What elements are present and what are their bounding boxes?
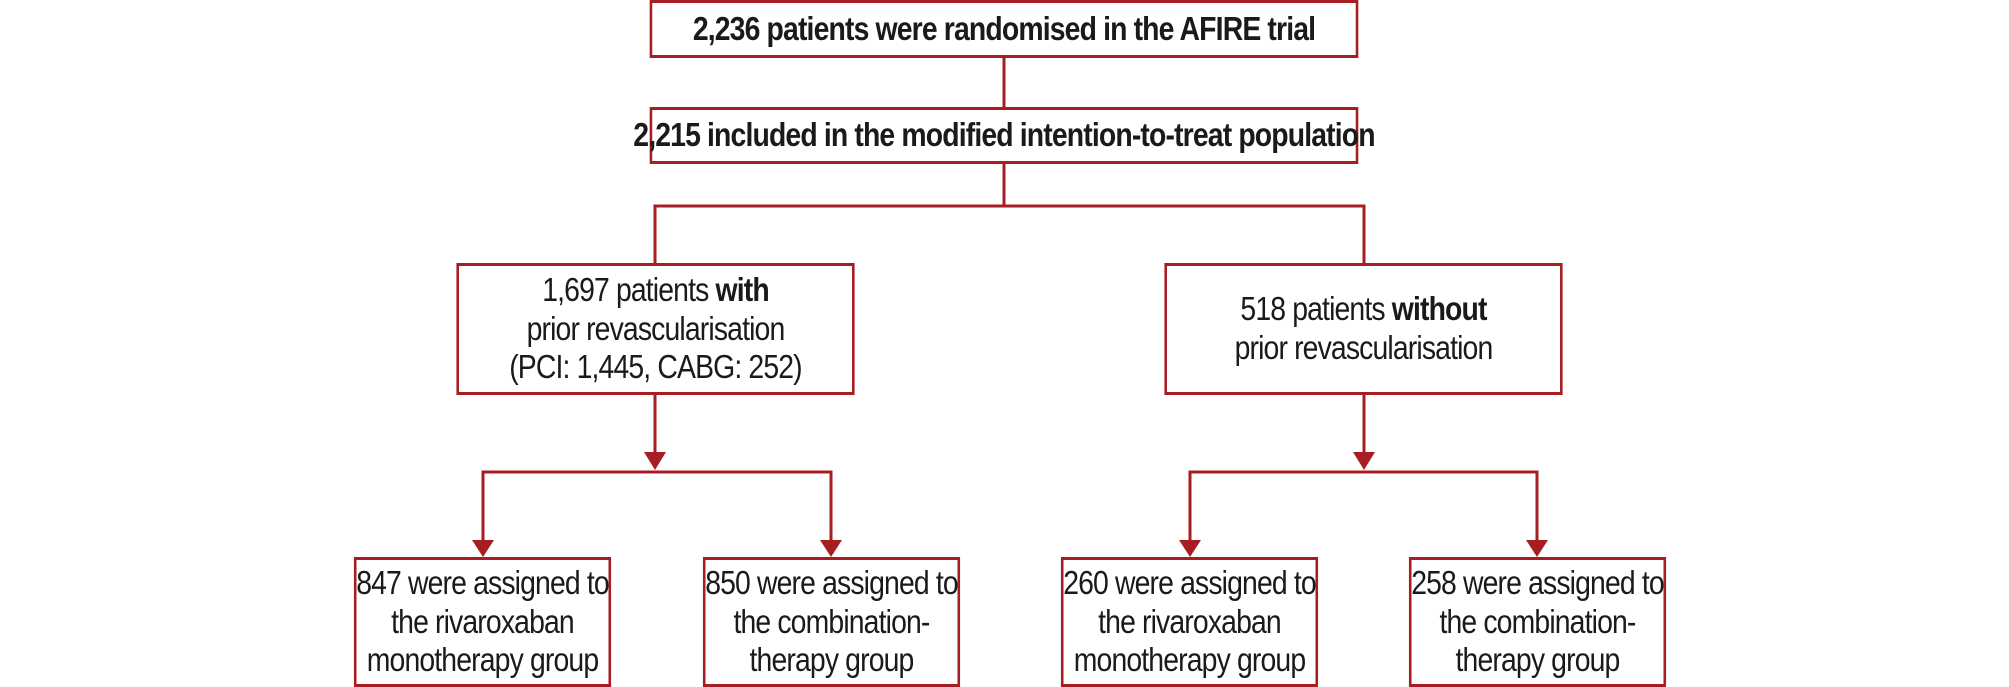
arrowhead-leaf-4 xyxy=(1526,540,1548,557)
leaf-box-with-rivaroxaban: 847 were assigned to the rivaroxaban mon… xyxy=(353,557,612,687)
leaf-4-line1: 258 were assigned to xyxy=(1411,563,1664,601)
connector-split-right xyxy=(1188,470,1539,543)
leaf-1-line1: 847 were assigned to xyxy=(356,563,609,601)
mitt-population-text: 2,215 included in the modified intention… xyxy=(633,116,1375,154)
arrowhead-leaf-2 xyxy=(820,540,842,557)
randomised-box: 2,236 patients were randomised in the AF… xyxy=(649,0,1359,58)
with-emphasis: with xyxy=(715,270,769,308)
randomised-text: 2,236 patients were randomised in the AF… xyxy=(692,9,1316,47)
with-revascularisation-line1: 1,697 patients with xyxy=(542,270,769,308)
connector-split-with-without xyxy=(653,204,1366,263)
connector-split-left xyxy=(481,470,833,543)
leaf-2-line1: 850 were assigned to xyxy=(705,563,958,601)
arrowhead-leaf-1 xyxy=(472,540,494,557)
arrowhead-without xyxy=(1353,452,1375,470)
leaf-3-line3: monotherapy group xyxy=(1073,641,1306,679)
with-revascularisation-line3: (PCI: 1,445, CABG: 252) xyxy=(509,348,802,386)
leaf-1-line2: the rivaroxaban xyxy=(391,602,575,640)
with-revascularisation-line2: prior revascularisation xyxy=(526,309,786,347)
without-revascularisation-box: 518 patients without prior revascularisa… xyxy=(1164,263,1563,395)
leaf-2-line2: the combination- xyxy=(733,602,930,640)
mitt-population-box: 2,215 included in the modified intention… xyxy=(633,107,1376,164)
leaf-1-line3: monotherapy group xyxy=(366,641,599,679)
leaf-3-line2: the rivaroxaban xyxy=(1098,602,1282,640)
without-revascularisation-line1: 518 patients without xyxy=(1240,290,1488,328)
leaf-3-line1: 260 were assigned to xyxy=(1063,563,1316,601)
leaf-box-with-combination: 850 were assigned to the combination- th… xyxy=(702,557,961,687)
without-revascularisation-line2: prior revascularisation xyxy=(1234,329,1494,366)
leaf-2-line3: therapy group xyxy=(749,641,915,679)
leaf-box-without-rivaroxaban: 260 were assigned to the rivaroxaban mon… xyxy=(1060,557,1319,687)
arrowhead-leaf-3 xyxy=(1179,540,1201,557)
leaf-4-line3: therapy group xyxy=(1455,641,1621,679)
with-revascularisation-box: 1,697 patients with prior revascularisat… xyxy=(456,263,855,395)
leaf-4-line2: the combination- xyxy=(1439,602,1636,640)
without-emphasis: without xyxy=(1391,290,1488,328)
leaf-box-without-combination: 258 were assigned to the combination- th… xyxy=(1408,557,1667,687)
arrowhead-with xyxy=(644,452,666,470)
